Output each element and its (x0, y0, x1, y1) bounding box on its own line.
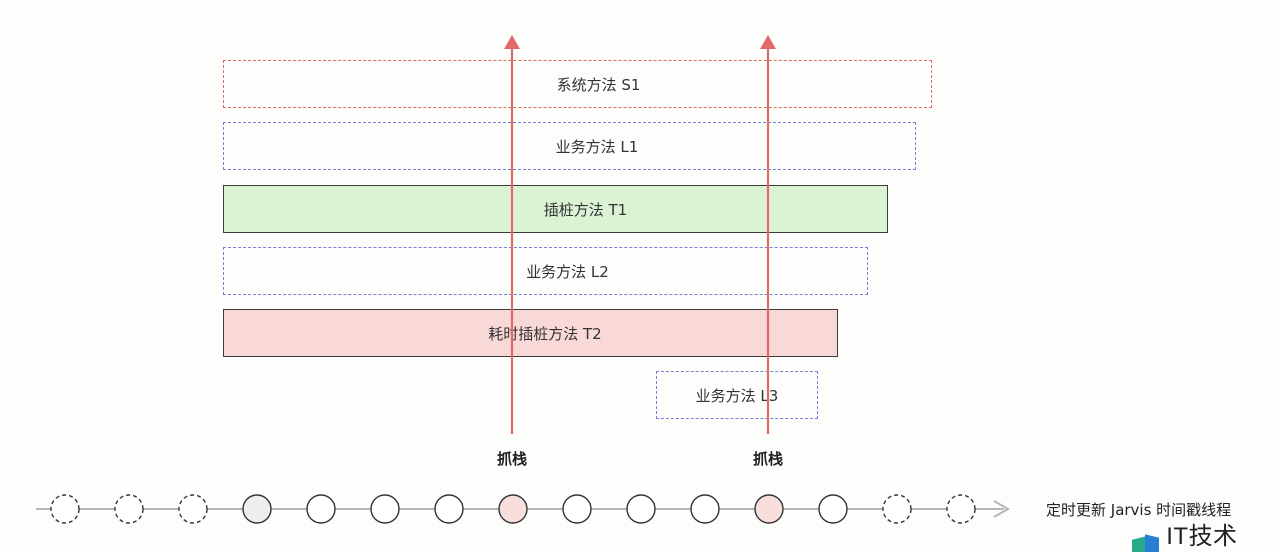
timeline-node (306, 494, 336, 524)
timeline-node (818, 494, 848, 524)
business-method-l1-bar: 业务方法 L1 (223, 122, 916, 170)
stack-capture-label-1: 抓栈 (496, 450, 527, 468)
timeline-node (690, 494, 720, 524)
timeline-label: 定时更新 Jarvis 时间戳线程 (1046, 501, 1232, 519)
stack-arrow-1-head-icon (504, 35, 520, 49)
slow-instrumented-method-t2-label: 耗时插桩方法 T2 (488, 324, 602, 343)
stack-capture-label-2: 抓栈 (752, 450, 783, 468)
timeline-node (754, 494, 784, 524)
business-method-l3-bar: 业务方法 L3 (656, 371, 818, 419)
business-method-l2-label: 业务方法 L2 (526, 262, 609, 281)
timeline-node (882, 494, 912, 524)
instrumented-method-t1-label: 插桩方法 T1 (543, 200, 628, 219)
business-method-l3-label: 业务方法 L3 (695, 386, 779, 405)
timeline-node (242, 494, 272, 524)
stack-arrow-2-head-icon (760, 35, 776, 49)
timeline-node (946, 494, 976, 524)
timeline-node (434, 494, 464, 524)
instrumented-method-t1-bar: 插桩方法 T1 (223, 185, 888, 233)
timeline-nodes (50, 494, 976, 524)
system-method-s1-bar: 系统方法 S1 (223, 60, 932, 108)
timeline-node (50, 494, 80, 524)
timeline-node (626, 494, 656, 524)
business-method-l2-bar: 业务方法 L2 (223, 247, 868, 295)
system-method-s1-label: 系统方法 S1 (556, 75, 641, 94)
business-method-l1-label: 业务方法 L1 (555, 137, 639, 156)
slow-instrumented-method-t2-bar: 耗时插桩方法 T2 (223, 309, 838, 357)
timeline-arrowhead-icon (993, 500, 1011, 518)
timeline-node (498, 494, 528, 524)
timeline-node (562, 494, 592, 524)
timeline-node (114, 494, 144, 524)
timeline-node (178, 494, 208, 524)
timeline-node (370, 494, 400, 524)
